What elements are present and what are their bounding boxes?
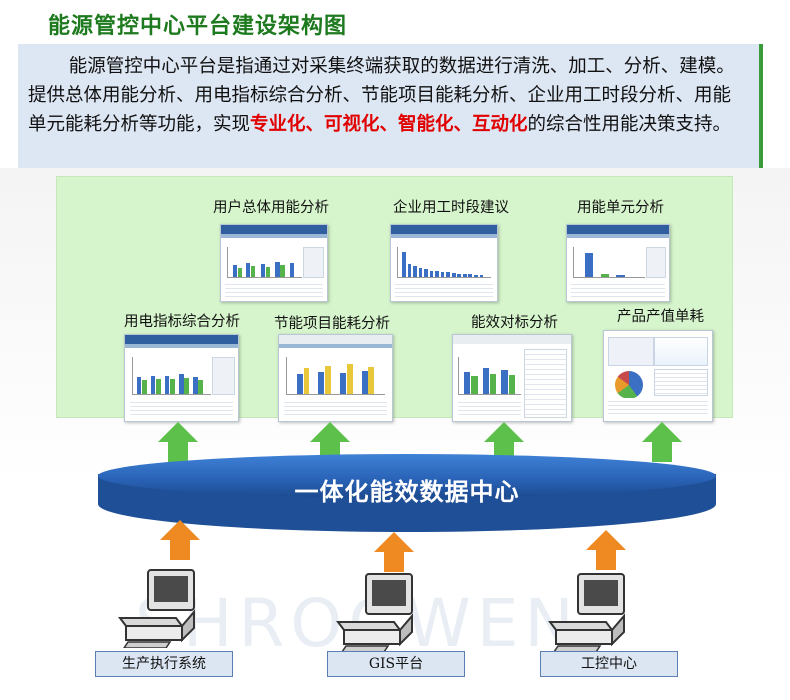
- module-screenshot-unit-consumption: [603, 330, 713, 422]
- source-label-gis: GIS平台: [327, 651, 465, 677]
- orange-up-arrow-icon: [586, 530, 626, 570]
- module-screenshot-energy-saving: [278, 334, 393, 422]
- up-arrow-icon: [484, 422, 524, 462]
- module-label-benchmark: 能效对标分析: [471, 315, 558, 331]
- orange-up-arrow-icon: [160, 520, 200, 560]
- computer-icon: [548, 573, 625, 652]
- computer-icon: [336, 573, 413, 652]
- page-title: 能源管控中心平台建设架构图: [48, 14, 348, 39]
- module-label-power-index: 用电指标综合分析: [124, 314, 240, 330]
- intro-text-b: 的综合性用能决策支持。: [527, 114, 732, 135]
- intro-text-block: 能源管控中心平台是指通过对采集终端获取的数据进行清洗、加工、分析、建模。提供总体…: [18, 44, 763, 168]
- module-label-overall-usage: 用户总体用能分析: [213, 200, 329, 216]
- data-center-disc: [98, 454, 716, 532]
- source-label-control-center: 工控中心: [540, 651, 678, 677]
- module-screenshot-power-index: [124, 334, 239, 422]
- intro-highlight: 专业化、可视化、智能化、互动化: [250, 114, 528, 135]
- module-label-working-hours: 企业用工时段建议: [393, 200, 509, 216]
- data-center-label: 一体化能效数据中心: [294, 478, 520, 506]
- computer-icon: [118, 569, 195, 648]
- module-screenshot-unit-analysis: [566, 224, 670, 302]
- module-label-unit-analysis: 用能单元分析: [577, 200, 664, 216]
- module-screenshot-benchmark: [452, 334, 572, 422]
- module-screenshot-overall-usage: [220, 224, 328, 302]
- up-arrow-icon: [158, 422, 198, 462]
- module-screenshot-working-hours: [390, 224, 498, 302]
- intro-text-a: 能源管控中心平台是指通过对采集终端获取的数据进行清洗、加工、分析、建模。提供总体…: [28, 56, 735, 135]
- module-label-energy-saving: 节能项目能耗分析: [274, 316, 390, 332]
- up-arrow-icon: [642, 422, 682, 462]
- up-arrow-icon: [310, 422, 350, 462]
- source-label-production: 生产执行系统: [95, 651, 233, 677]
- orange-up-arrow-icon: [374, 532, 414, 572]
- module-label-unit-consumption: 产品产值单耗: [617, 309, 704, 325]
